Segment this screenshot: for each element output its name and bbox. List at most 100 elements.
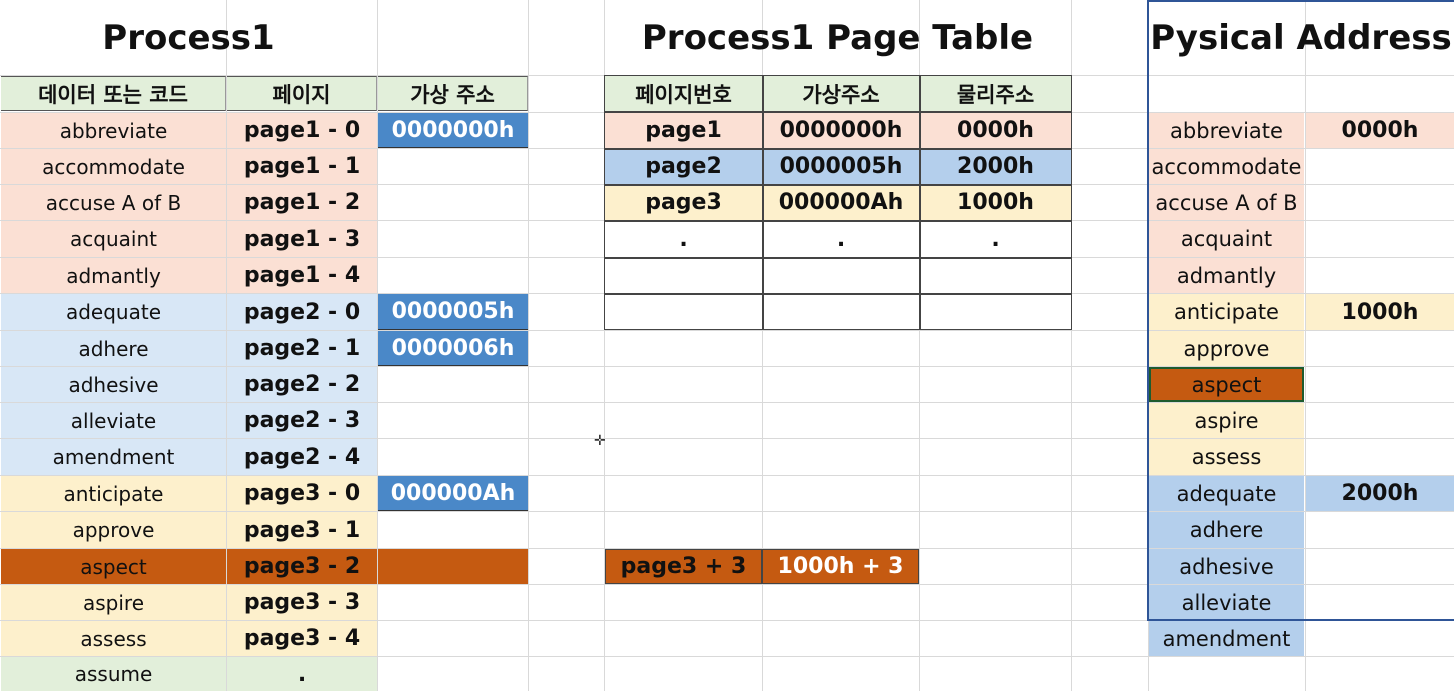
- process-vaddr-cell[interactable]: [378, 367, 528, 402]
- page-table-page-cell[interactable]: .: [605, 221, 762, 257]
- process-data-cell[interactable]: accuse A of B: [1, 185, 226, 220]
- physical-addr-cell[interactable]: [1306, 621, 1454, 656]
- process-page-cell[interactable]: page2 - 1: [227, 331, 377, 366]
- process-data-cell[interactable]: amendment: [1, 439, 226, 475]
- calc-addr-cell[interactable]: 1000h + 3: [762, 549, 919, 584]
- physical-addr-cell[interactable]: [1306, 549, 1454, 584]
- page-table-header-1[interactable]: 가상주소: [763, 76, 919, 111]
- process-page-cell[interactable]: page1 - 4: [227, 258, 377, 293]
- process-data-cell[interactable]: acquaint: [1, 221, 226, 257]
- physical-data-cell[interactable]: aspect: [1149, 367, 1304, 402]
- process-data-cell[interactable]: approve: [1, 512, 226, 548]
- physical-data-cell[interactable]: aspire: [1149, 403, 1304, 438]
- physical-addr-cell[interactable]: [1306, 185, 1454, 220]
- physical-addr-cell[interactable]: [1306, 439, 1454, 475]
- process-vaddr-cell[interactable]: [378, 621, 528, 656]
- page-table-page-cell[interactable]: page3: [605, 185, 762, 220]
- page-table-vaddr-cell[interactable]: 0000005h: [763, 149, 919, 184]
- page-table-paddr-cell[interactable]: 1000h: [920, 185, 1071, 220]
- process-data-cell[interactable]: anticipate: [1, 476, 226, 511]
- process-page-cell[interactable]: page2 - 2: [227, 367, 377, 402]
- process-vaddr-cell[interactable]: 0000005h: [378, 294, 528, 330]
- page-table-paddr-cell[interactable]: [920, 294, 1071, 330]
- process-data-cell[interactable]: abbreviate: [1, 113, 226, 148]
- process-page-cell[interactable]: page1 - 1: [227, 149, 377, 184]
- process-vaddr-cell[interactable]: [378, 585, 528, 620]
- physical-addr-cell[interactable]: [1306, 221, 1454, 257]
- physical-data-cell[interactable]: assess: [1149, 439, 1304, 475]
- page-table-vaddr-cell[interactable]: [763, 294, 919, 330]
- process-data-cell[interactable]: alleviate: [1, 403, 226, 438]
- process-vaddr-cell[interactable]: [378, 512, 528, 548]
- process-vaddr-cell[interactable]: [378, 258, 528, 293]
- process-vaddr-cell[interactable]: 000000Ah: [378, 476, 528, 511]
- process-data-cell[interactable]: adequate: [1, 294, 226, 330]
- physical-addr-cell[interactable]: [1306, 403, 1454, 438]
- process-vaddr-cell[interactable]: 0000006h: [378, 331, 528, 366]
- process-page-cell[interactable]: page3 - 2: [227, 549, 377, 584]
- page-table-vaddr-cell[interactable]: .: [763, 221, 919, 257]
- physical-data-cell[interactable]: adhere: [1149, 512, 1304, 548]
- page-table-vaddr-cell[interactable]: [763, 258, 919, 293]
- physical-addr-cell[interactable]: [1306, 331, 1454, 366]
- process-page-cell[interactable]: page1 - 3: [227, 221, 377, 257]
- process-vaddr-cell[interactable]: [378, 149, 528, 184]
- page-table-vaddr-cell[interactable]: 0000000h: [763, 113, 919, 148]
- process-page-cell[interactable]: .: [227, 657, 377, 691]
- process-vaddr-cell[interactable]: [378, 185, 528, 220]
- process-vaddr-cell[interactable]: [378, 403, 528, 438]
- process-page-cell[interactable]: page3 - 1: [227, 512, 377, 548]
- physical-data-cell[interactable]: admantly: [1149, 258, 1304, 293]
- page-table-header-0[interactable]: 페이지번호: [605, 76, 762, 111]
- page-table-vaddr-cell[interactable]: 000000Ah: [763, 185, 919, 220]
- process-vaddr-cell[interactable]: [378, 549, 528, 584]
- process-data-cell[interactable]: aspire: [1, 585, 226, 620]
- process-header-2[interactable]: 가상 주소: [378, 76, 528, 111]
- calc-page-cell[interactable]: page3 + 3: [605, 549, 762, 584]
- process-page-cell[interactable]: page2 - 3: [227, 403, 377, 438]
- physical-addr-cell[interactable]: [1306, 258, 1454, 293]
- process-data-cell[interactable]: adhesive: [1, 367, 226, 402]
- process-vaddr-cell[interactable]: [378, 439, 528, 475]
- physical-data-cell[interactable]: acquaint: [1149, 221, 1304, 257]
- process-data-cell[interactable]: aspect: [1, 549, 226, 584]
- physical-data-cell[interactable]: adequate: [1149, 476, 1304, 511]
- physical-data-cell[interactable]: alleviate: [1149, 585, 1304, 620]
- page-table-paddr-cell[interactable]: 2000h: [920, 149, 1071, 184]
- physical-data-cell[interactable]: accommodate: [1149, 149, 1304, 184]
- physical-data-cell[interactable]: accuse A of B: [1149, 185, 1304, 220]
- physical-addr-cell[interactable]: 1000h: [1306, 294, 1454, 330]
- physical-data-cell[interactable]: anticipate: [1149, 294, 1304, 330]
- page-table-page-cell[interactable]: [605, 294, 762, 330]
- process-page-cell[interactable]: page2 - 0: [227, 294, 377, 330]
- process-data-cell[interactable]: assume: [1, 657, 226, 691]
- process-page-cell[interactable]: page3 - 0: [227, 476, 377, 511]
- physical-data-cell[interactable]: adhesive: [1149, 549, 1304, 584]
- page-table-paddr-cell[interactable]: .: [920, 221, 1071, 257]
- physical-addr-cell[interactable]: [1306, 512, 1454, 548]
- page-table-page-cell[interactable]: [605, 258, 762, 293]
- physical-addr-cell[interactable]: [1306, 149, 1454, 184]
- physical-data-cell[interactable]: abbreviate: [1149, 113, 1304, 148]
- process-data-cell[interactable]: adhere: [1, 331, 226, 366]
- physical-addr-cell[interactable]: 0000h: [1306, 113, 1454, 148]
- process-vaddr-cell[interactable]: [378, 657, 528, 691]
- page-table-page-cell[interactable]: page2: [605, 149, 762, 184]
- process-header-1[interactable]: 페이지: [227, 76, 377, 111]
- process-page-cell[interactable]: page3 - 4: [227, 621, 377, 656]
- page-table-paddr-cell[interactable]: [920, 258, 1071, 293]
- process-data-cell[interactable]: accommodate: [1, 149, 226, 184]
- page-table-page-cell[interactable]: page1: [605, 113, 762, 148]
- physical-addr-cell[interactable]: [1306, 585, 1454, 620]
- process-vaddr-cell[interactable]: [378, 221, 528, 257]
- process-page-cell[interactable]: page1 - 0: [227, 113, 377, 148]
- process-page-cell[interactable]: page3 - 3: [227, 585, 377, 620]
- physical-addr-cell[interactable]: 2000h: [1306, 476, 1454, 511]
- process-vaddr-cell[interactable]: 0000000h: [378, 113, 528, 148]
- page-table-header-2[interactable]: 물리주소: [920, 76, 1071, 111]
- process-page-cell[interactable]: page1 - 2: [227, 185, 377, 220]
- physical-data-cell[interactable]: approve: [1149, 331, 1304, 366]
- process-data-cell[interactable]: assess: [1, 621, 226, 656]
- process-data-cell[interactable]: admantly: [1, 258, 226, 293]
- process-header-0[interactable]: 데이터 또는 코드: [1, 76, 226, 111]
